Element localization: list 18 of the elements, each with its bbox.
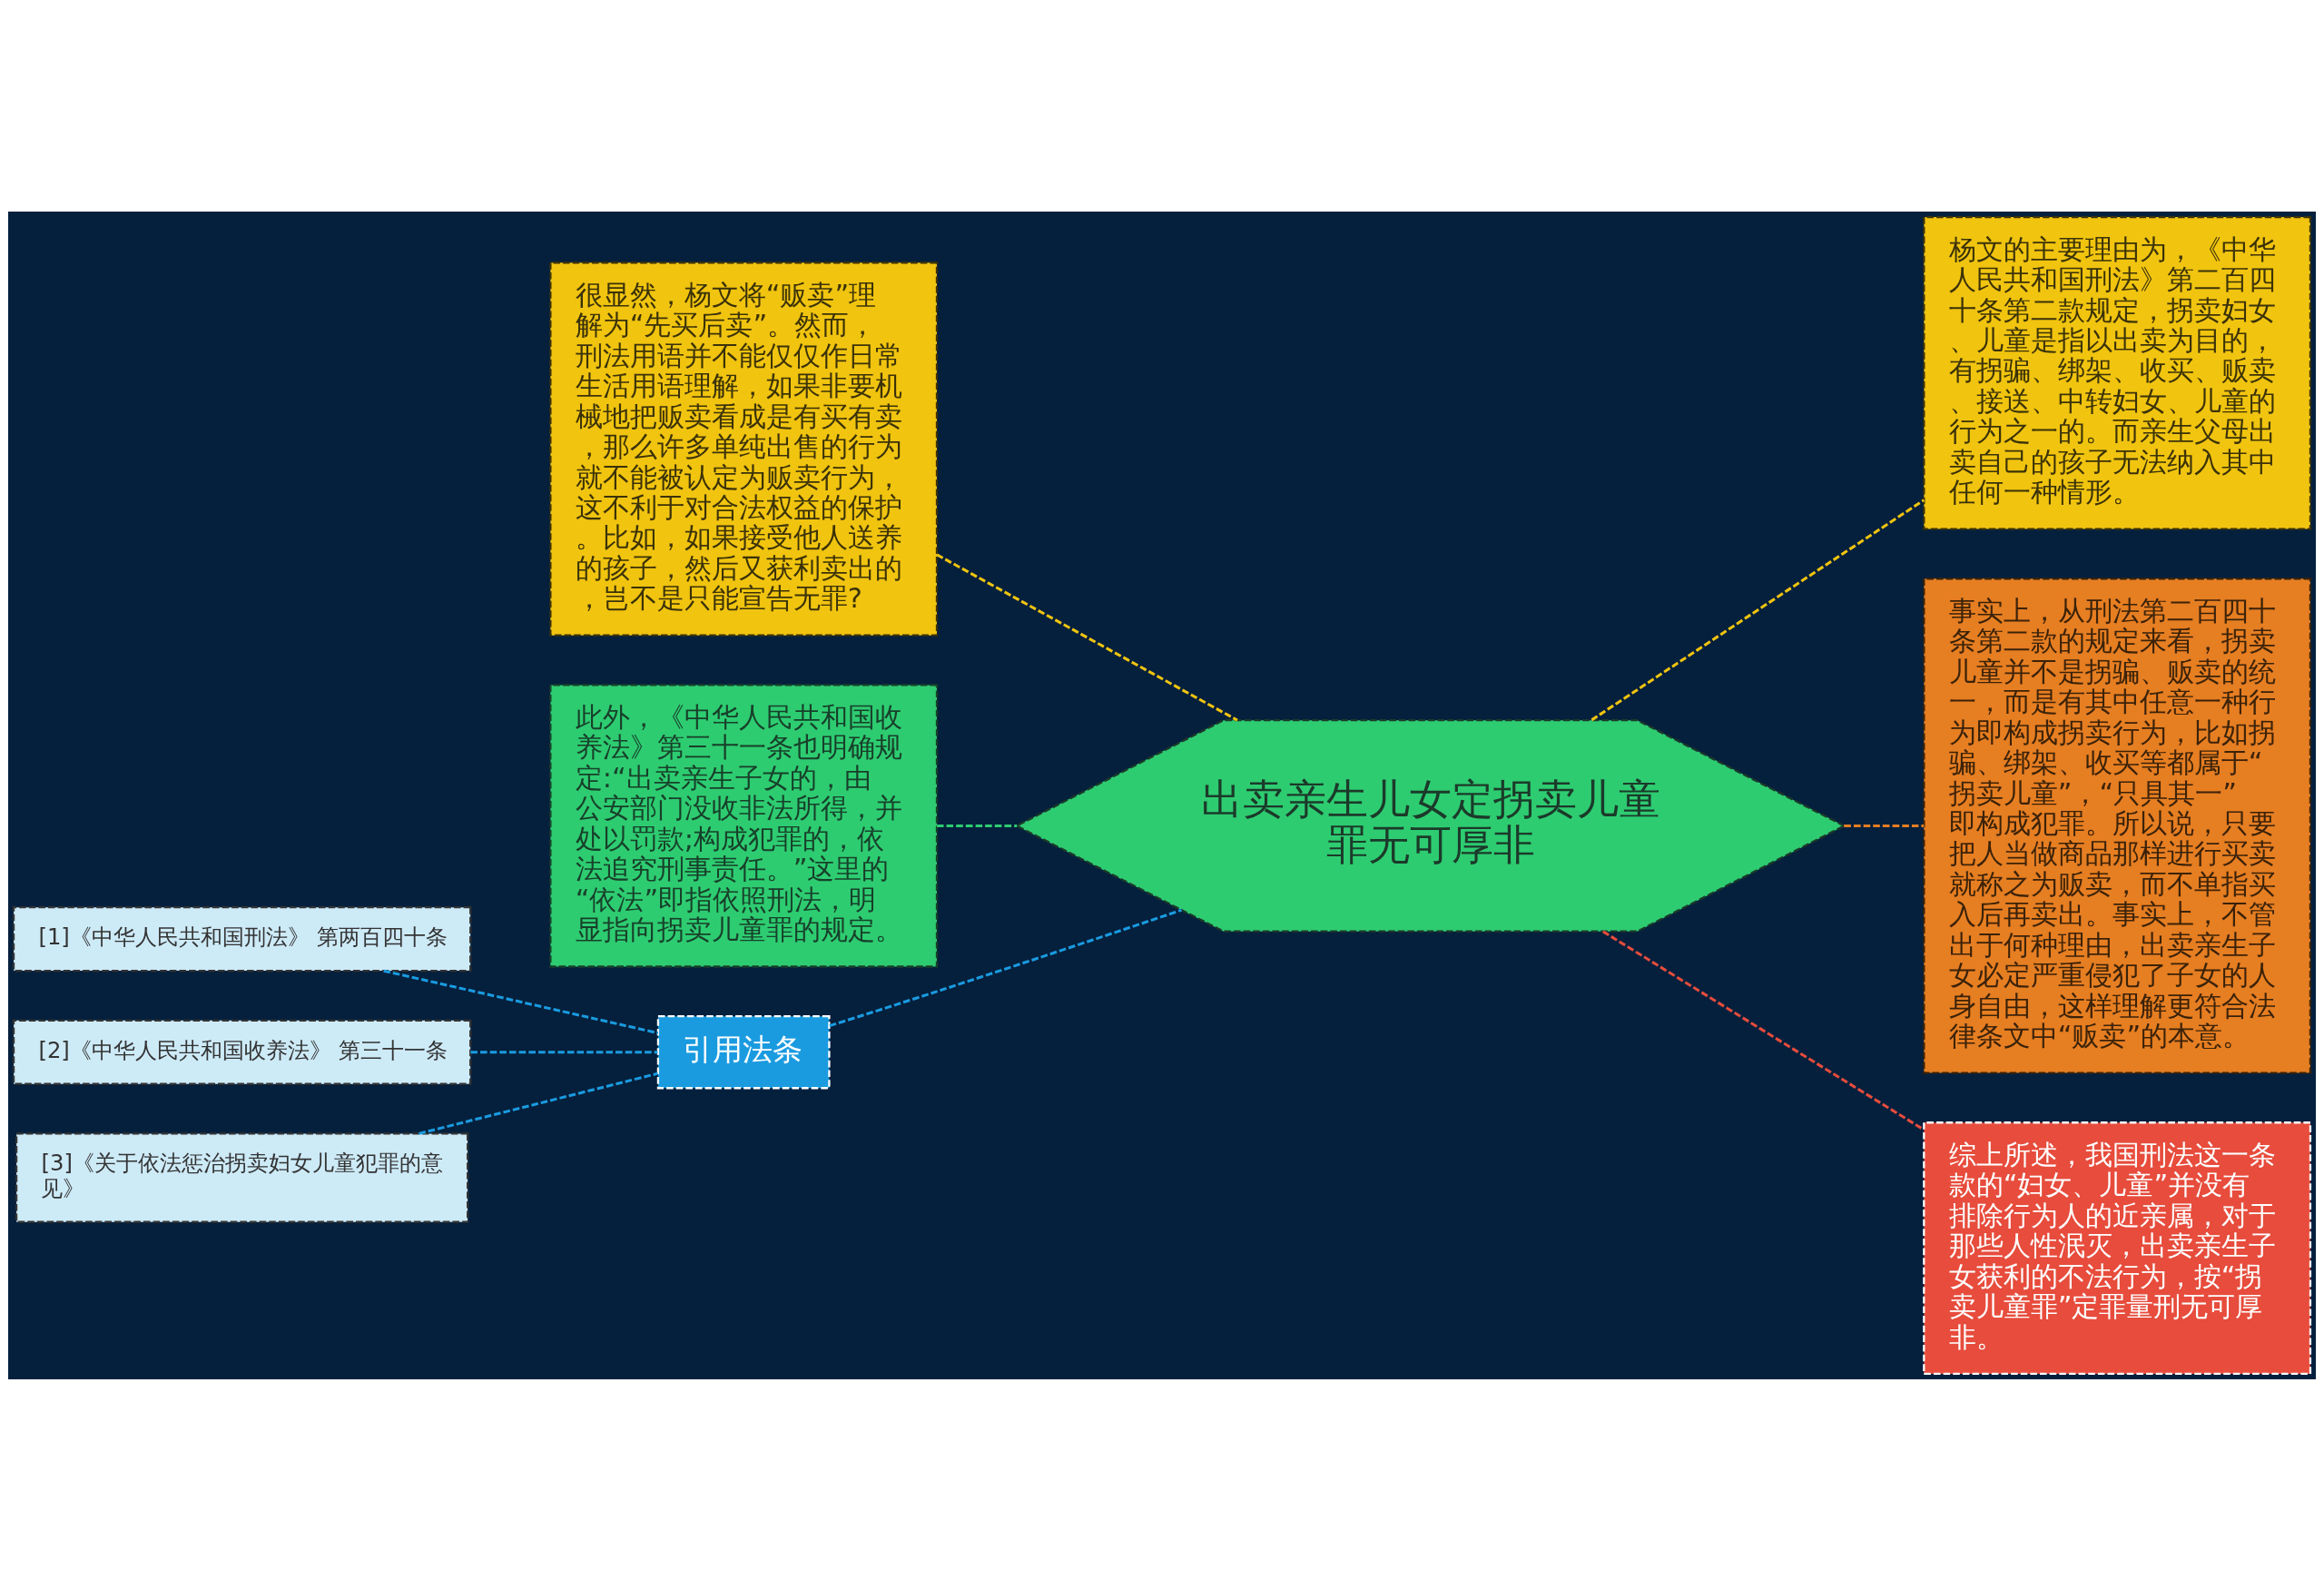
- node-box: [1]《中华人民共和国刑法》 第两百四十条: [12, 905, 472, 972]
- connector: [936, 553, 1238, 721]
- node-box: [2]《中华人民共和国收养法》 第三十一条: [12, 1019, 472, 1085]
- connector: [1844, 824, 1925, 827]
- node-box: 事实上，从刑法第二百四十条第二款的规定来看，拐卖儿童并不是拐骗、贩卖的统一，而是有其中任意一种行为即构成拐卖行为，比如拐骗、绑架、收买等都属于“拐卖儿童”，“只具其一”即构成犯罪。所以说，只要把人当做商品那样进行买卖就称之为贩卖，而不单指买入后再卖出。事实上，不管出于何种理由，出卖亲生子女必定严重侵犯了子女的人身自由，这样理解更符合法律条文中“贩卖”的本意。: [1923, 577, 2312, 1074]
- connector: [419, 1072, 659, 1135]
- node-box: 很显然，杨文将“贩卖”理解为“先买后卖”。然而，刑法用语并不能仅仅作日常生活用语理解，如果非要机械地把贩卖看成是有买有卖，那么许多单纯出售的行为就不能被认定为贩卖行为，这不利于对合法权益的保护。比如，如果接受他人送养的孩子，然后又获利卖出的，岂不是只能宣告无罪?: [549, 261, 939, 637]
- connector: [829, 908, 1182, 1027]
- node-box: 引用法条: [656, 1014, 831, 1089]
- connector: [470, 1050, 658, 1053]
- connector: [1590, 498, 1925, 721]
- connector: [937, 824, 1018, 827]
- node-box: 杨文的主要理由为，《中华人民共和国刑法》第二百四十条第二款规定，拐卖妇女、儿童是指以出卖为目的，有拐骗、绑架、收买、贩卖、接送、中转妇女、儿童的行为之一的。而亲生父母出卖自己的孩子无法纳入其中任何一种情形。: [1923, 215, 2312, 530]
- connector: [383, 969, 659, 1034]
- connector: [1602, 930, 1925, 1131]
- node-box: 此外，《中华人民共和国收养法》第三十一条也明确规定:“出卖亲生子女的，由公安部门没收非法所得，并处以罚款;构成犯罪的，依法追究刑事责任。”这里的“依法”即指依照刑法，明显指向拐卖儿童罪的规定。: [549, 683, 939, 968]
- node-box: 综上所述，我国刑法这一条款的“妇女、儿童”并没有排除行为人的近亲属，对于那些人性泯灭，出卖亲生子女获利的不法行为，按“拐卖儿童罪”定罪量刑无可厚非。: [1923, 1121, 2312, 1375]
- node-box: [3]《关于依法惩治拐卖妇女儿童犯罪的意见》: [15, 1131, 469, 1223]
